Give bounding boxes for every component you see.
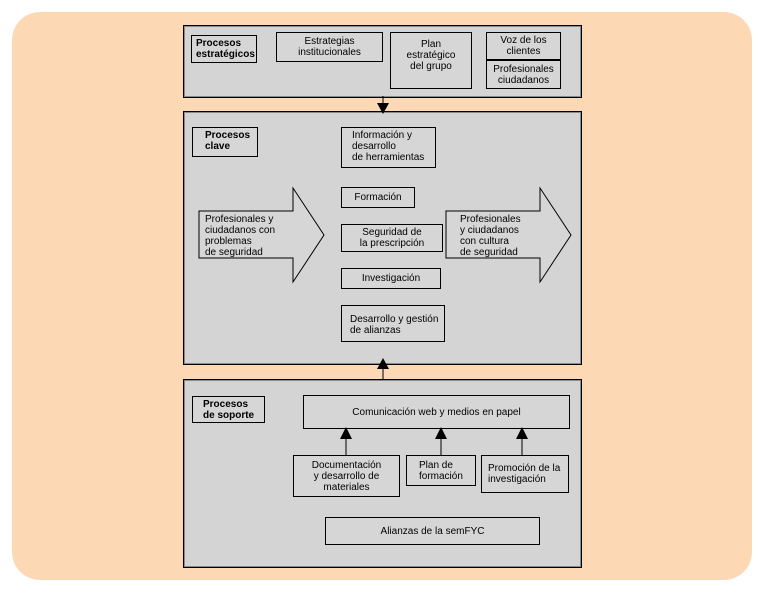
box-investigacion: Investigación [341, 268, 441, 289]
box-profesionales-ciudadanos: Profesionales ciudadanos [486, 60, 561, 89]
key-processes-title: Procesos clave [192, 127, 258, 157]
strategic-processes-title: Procesos estratégicos [191, 35, 257, 63]
box-documentacion: Documentación y desarrollo de materiales [293, 455, 400, 497]
output-arrow-shape [445, 186, 572, 284]
box-estrategias-institucionales: Estrategias institucionales [276, 32, 383, 62]
box-plan-formacion: Plan de formación [406, 455, 476, 486]
box-promocion-investigacion: Promoción de la investigación [481, 455, 569, 493]
support-processes-title: Procesos de soporte [192, 396, 265, 423]
box-informacion-herramientas: Información y desarrollo de herramientas [341, 127, 436, 168]
box-voz-clientes: Voz de los clientes [486, 32, 561, 60]
box-plan-estrategico: Plan estratégico del grupo [390, 32, 472, 89]
output-arrow-label: Profesionales y ciudadanos con cultura d… [460, 214, 521, 258]
strategic-to-key-arrowhead [377, 103, 389, 114]
promocion-arrowhead [516, 427, 528, 439]
box-alianzas-semfyc: Alianzas de la semFYC [325, 517, 540, 545]
box-comunicacion: Comunicación web y medios en papel [303, 395, 570, 429]
box-desarrollo-alianzas: Desarrollo y gestión de alianzas [341, 305, 445, 342]
box-formacion: Formación [341, 187, 415, 208]
box-seguridad-prescripcion: Seguridad de la prescripción [341, 224, 443, 252]
input-arrow-shape [198, 186, 325, 284]
documentacion-arrowhead [340, 427, 352, 439]
support-to-key-arrowhead [377, 358, 389, 369]
plan-formacion-arrowhead [435, 427, 447, 439]
input-arrow-label: Profesionales y ciudadanos con problemas… [205, 214, 276, 258]
